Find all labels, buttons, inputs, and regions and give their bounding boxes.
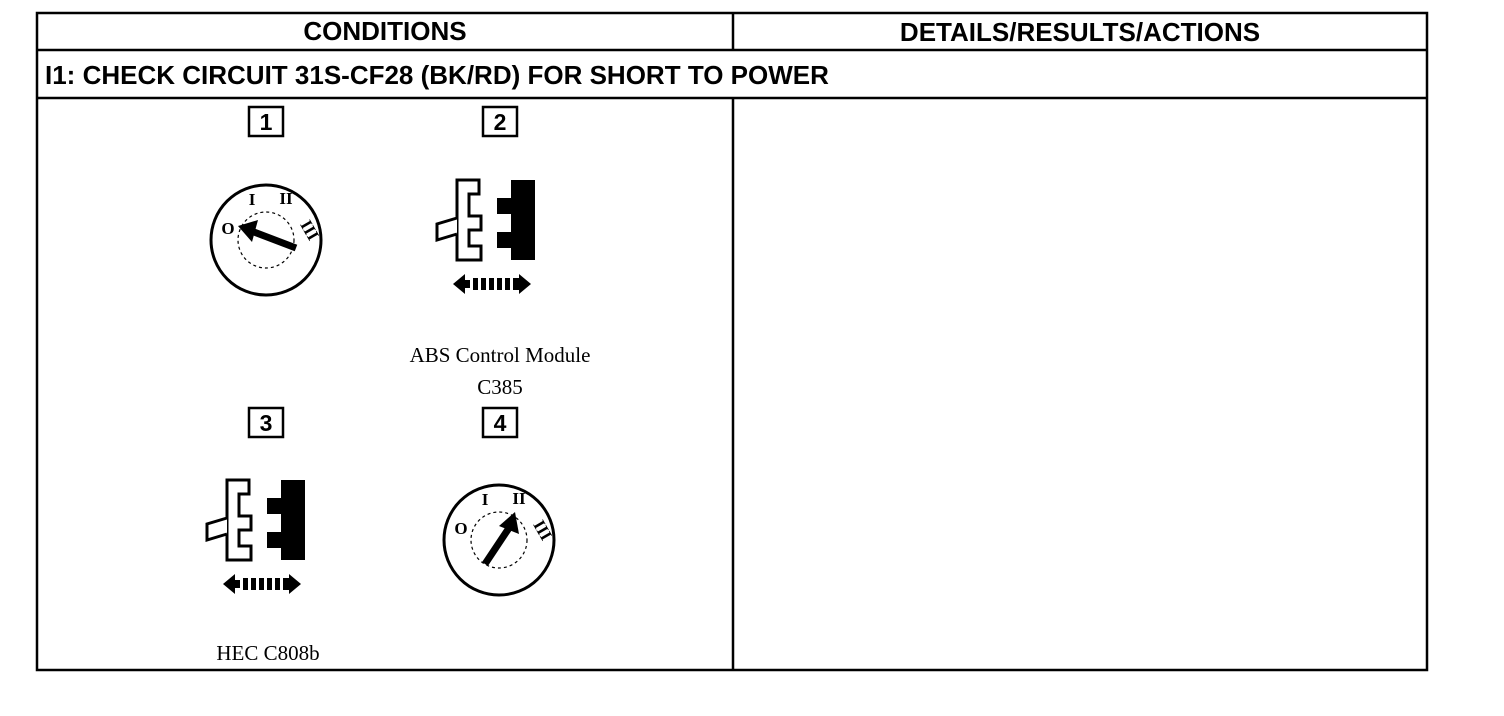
connector-disconnect-icon: [435, 178, 537, 296]
svg-text:O: O: [454, 519, 467, 538]
svg-text:I: I: [482, 490, 489, 509]
connector-disconnect-icon: [205, 478, 307, 596]
section-title: I1: CHECK CIRCUIT 31S-CF28 (BK/RD) FOR S…: [45, 60, 829, 90]
step-number-box: [247, 105, 285, 138]
step-2: 2 ABS Control Module C385: [410, 105, 591, 399]
step-number-box: [247, 406, 285, 439]
step-number: 4: [494, 410, 507, 436]
ignition-switch-on-icon: O I II III: [442, 483, 556, 597]
svg-text:II: II: [279, 189, 293, 208]
ignition-switch-off-icon: O I II III: [209, 183, 323, 297]
step-caption: ABS Control Module: [410, 343, 591, 367]
details-header: DETAILS/RESULTS/ACTIONS: [900, 17, 1260, 47]
step-caption: HEC C808b: [216, 641, 319, 665]
step-number-box: [481, 105, 519, 138]
step-4: 4 O I II III: [442, 406, 556, 597]
step-number-box: [481, 406, 519, 439]
svg-text:II: II: [512, 489, 526, 508]
svg-text:I: I: [249, 190, 256, 209]
step-number: 1: [260, 109, 273, 135]
svg-text:O: O: [221, 219, 234, 238]
step-3: 3 HEC C808b: [205, 406, 320, 665]
conditions-header: CONDITIONS: [303, 16, 466, 46]
step-number: 3: [260, 410, 273, 436]
step-number: 2: [494, 109, 507, 135]
step-caption-connector: C385: [477, 375, 523, 399]
step-1: 1 O I II III: [209, 105, 323, 297]
